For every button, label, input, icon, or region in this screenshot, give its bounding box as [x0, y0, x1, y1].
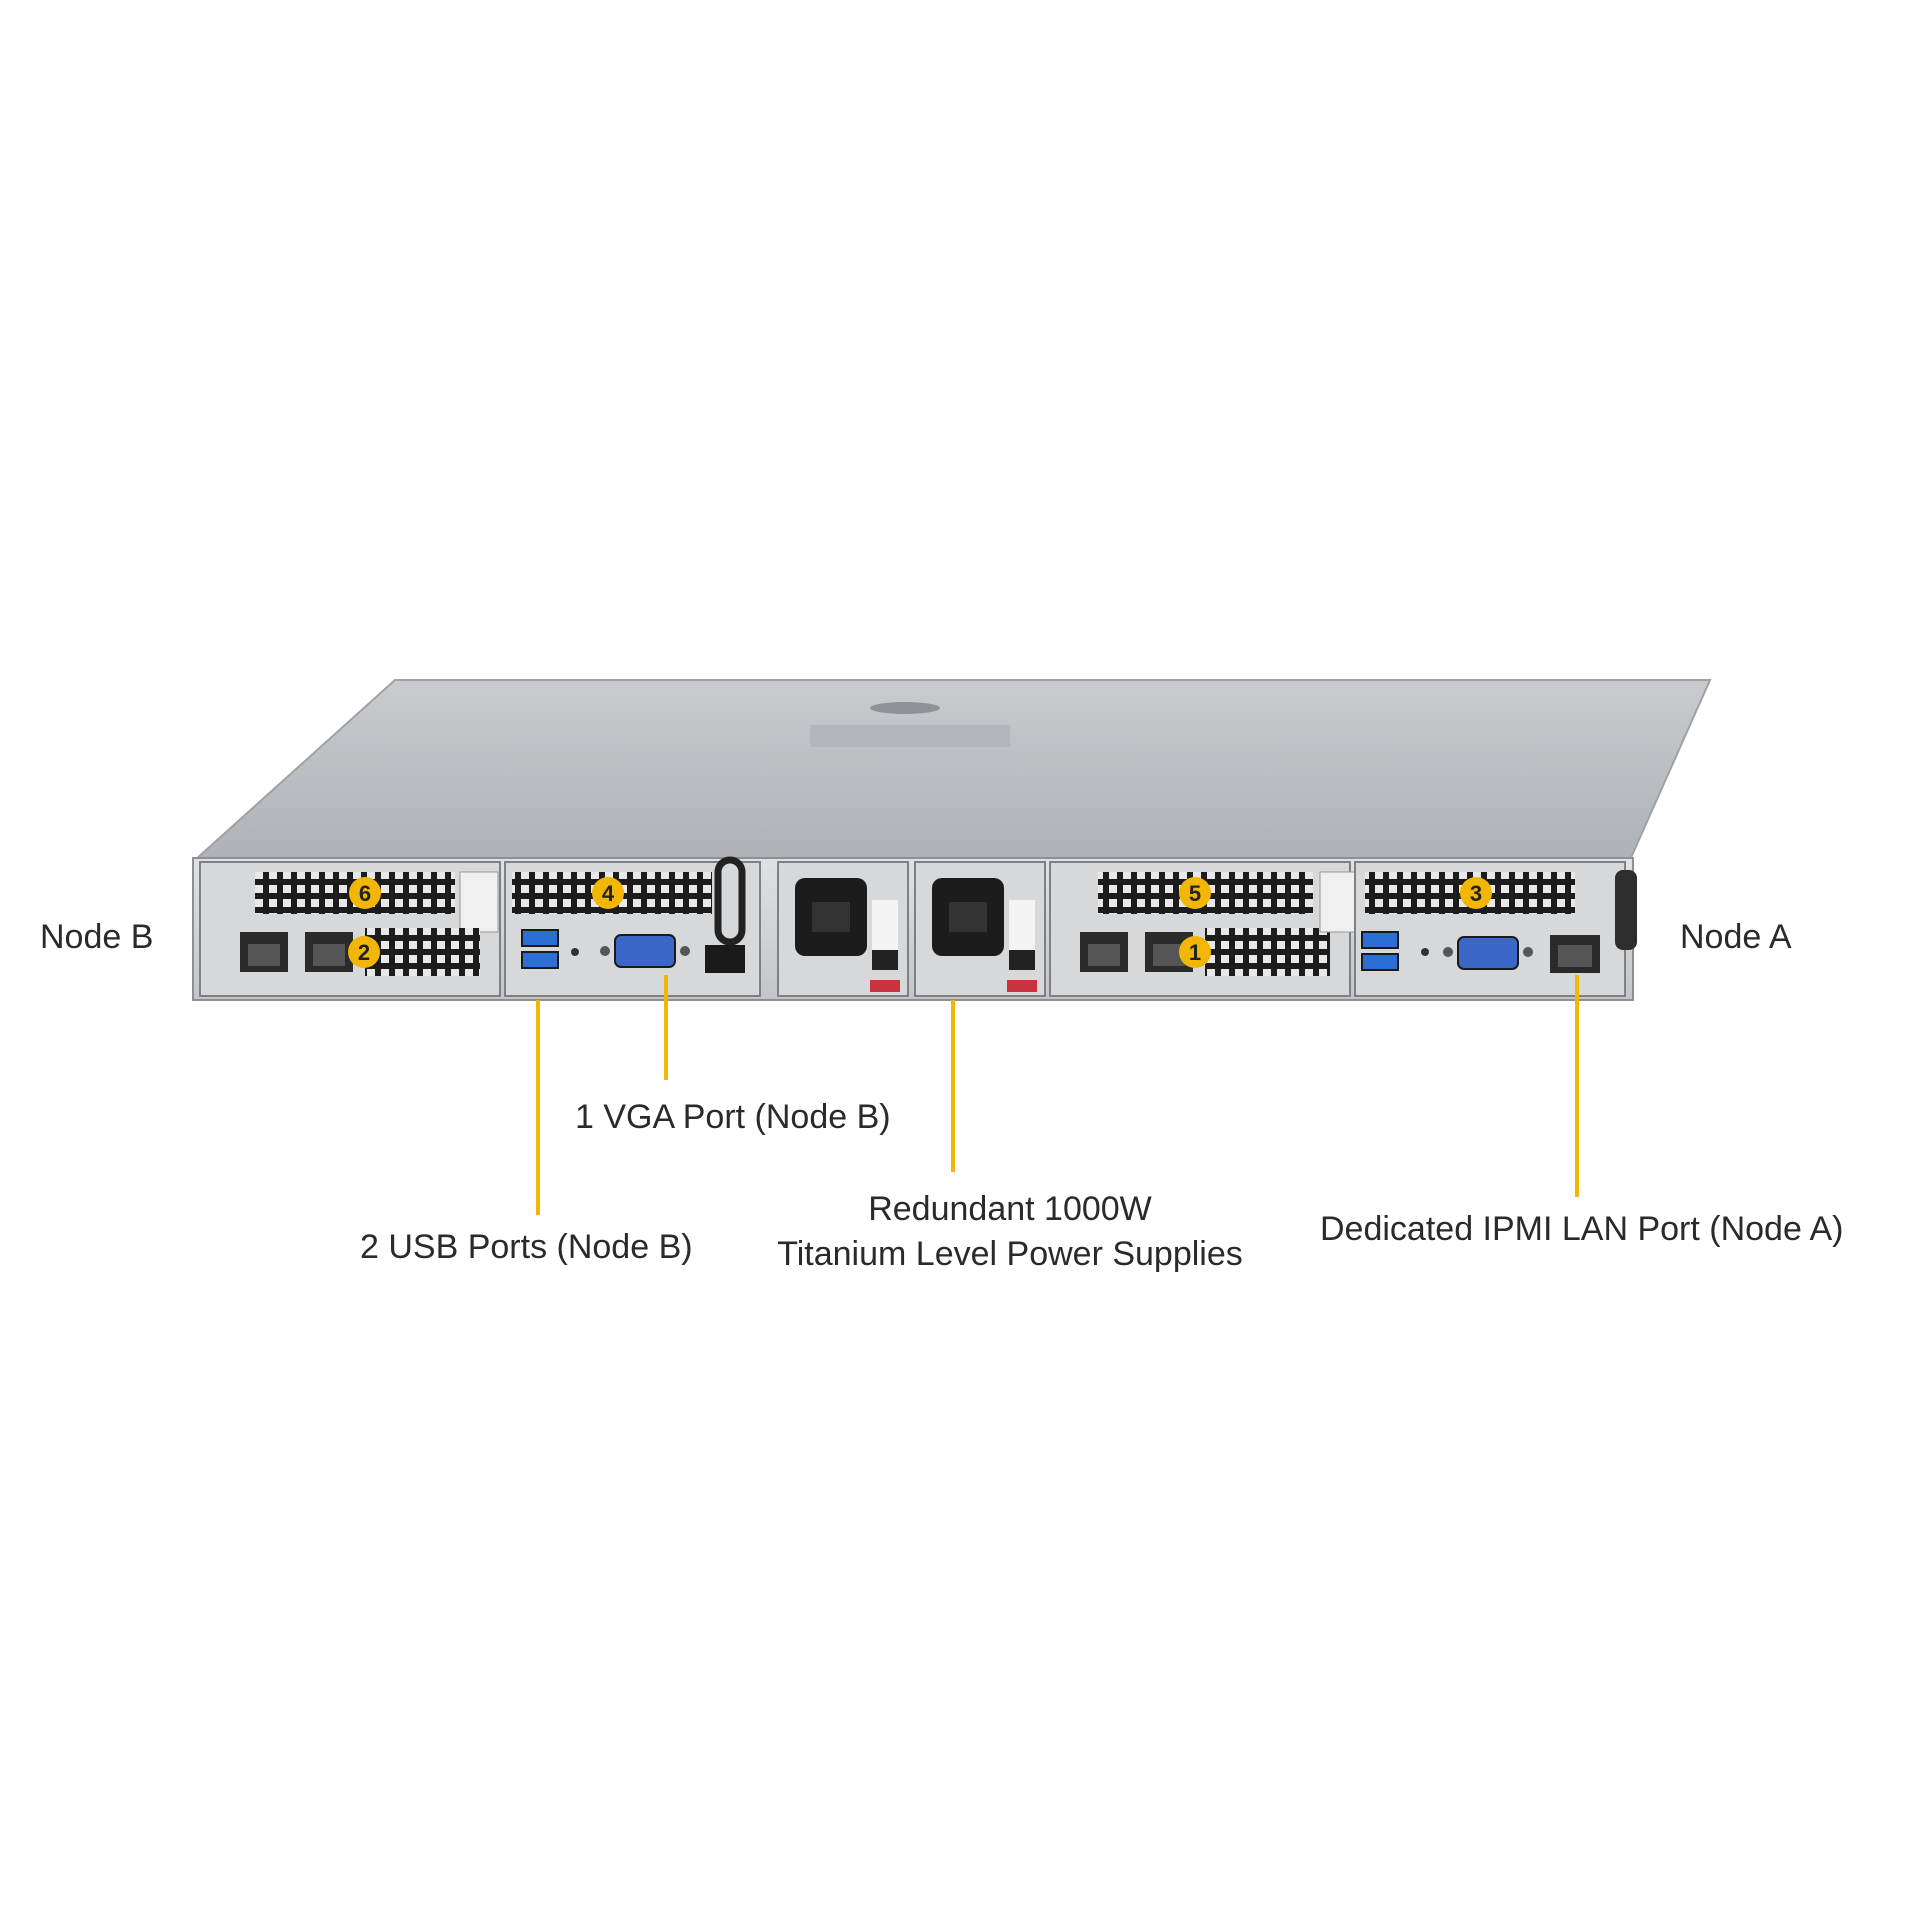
vga-port	[1457, 936, 1519, 970]
ipmi-leader-line	[1575, 975, 1579, 1197]
pcie-slot-1	[1205, 928, 1330, 976]
slot-badge: 3	[1460, 877, 1492, 909]
badge-number: 6	[359, 881, 371, 906]
badge-number: 2	[358, 940, 370, 965]
badge-number: 3	[1470, 881, 1482, 906]
usb-leader-line	[536, 1000, 540, 1215]
chassis-handle	[714, 856, 746, 946]
psu-callout-line-1: Redundant 1000W	[868, 1190, 1152, 1228]
ipmi-callout: Dedicated IPMI LAN Port (Node A)	[1320, 1210, 1844, 1248]
usb-port	[1361, 953, 1399, 971]
vga-port	[614, 934, 676, 968]
slot-bracket	[459, 871, 499, 933]
usb-port	[521, 951, 559, 969]
node-b-module	[199, 856, 761, 997]
badge-number: 4	[602, 881, 615, 906]
slot-badge: 6	[349, 877, 381, 909]
slot-badge: 1	[1179, 936, 1211, 968]
chassis-ear	[1615, 870, 1637, 950]
power-supplies	[777, 861, 1046, 997]
node-a-label: Node A	[1680, 918, 1792, 956]
badge-number: 1	[1189, 940, 1201, 965]
node-a-module	[1049, 861, 1637, 997]
vga-leader-line	[664, 975, 668, 1080]
pcie-slot-2	[365, 928, 480, 976]
slot-badge: 4	[592, 877, 624, 909]
usb-port	[521, 929, 559, 947]
node-b-label: Node B	[40, 918, 154, 956]
badge-number: 5	[1189, 881, 1201, 906]
chassis-top	[192, 679, 1712, 861]
psu-callout-line-2: Titanium Level Power Supplies	[777, 1235, 1243, 1273]
vga-callout: 1 VGA Port (Node B)	[575, 1098, 891, 1136]
slot-badge: 2	[348, 936, 380, 968]
usb-port	[1361, 931, 1399, 949]
psu-leader-line	[951, 1000, 955, 1172]
slot-badge: 5	[1179, 877, 1211, 909]
usb-callout: 2 USB Ports (Node B)	[360, 1228, 693, 1266]
